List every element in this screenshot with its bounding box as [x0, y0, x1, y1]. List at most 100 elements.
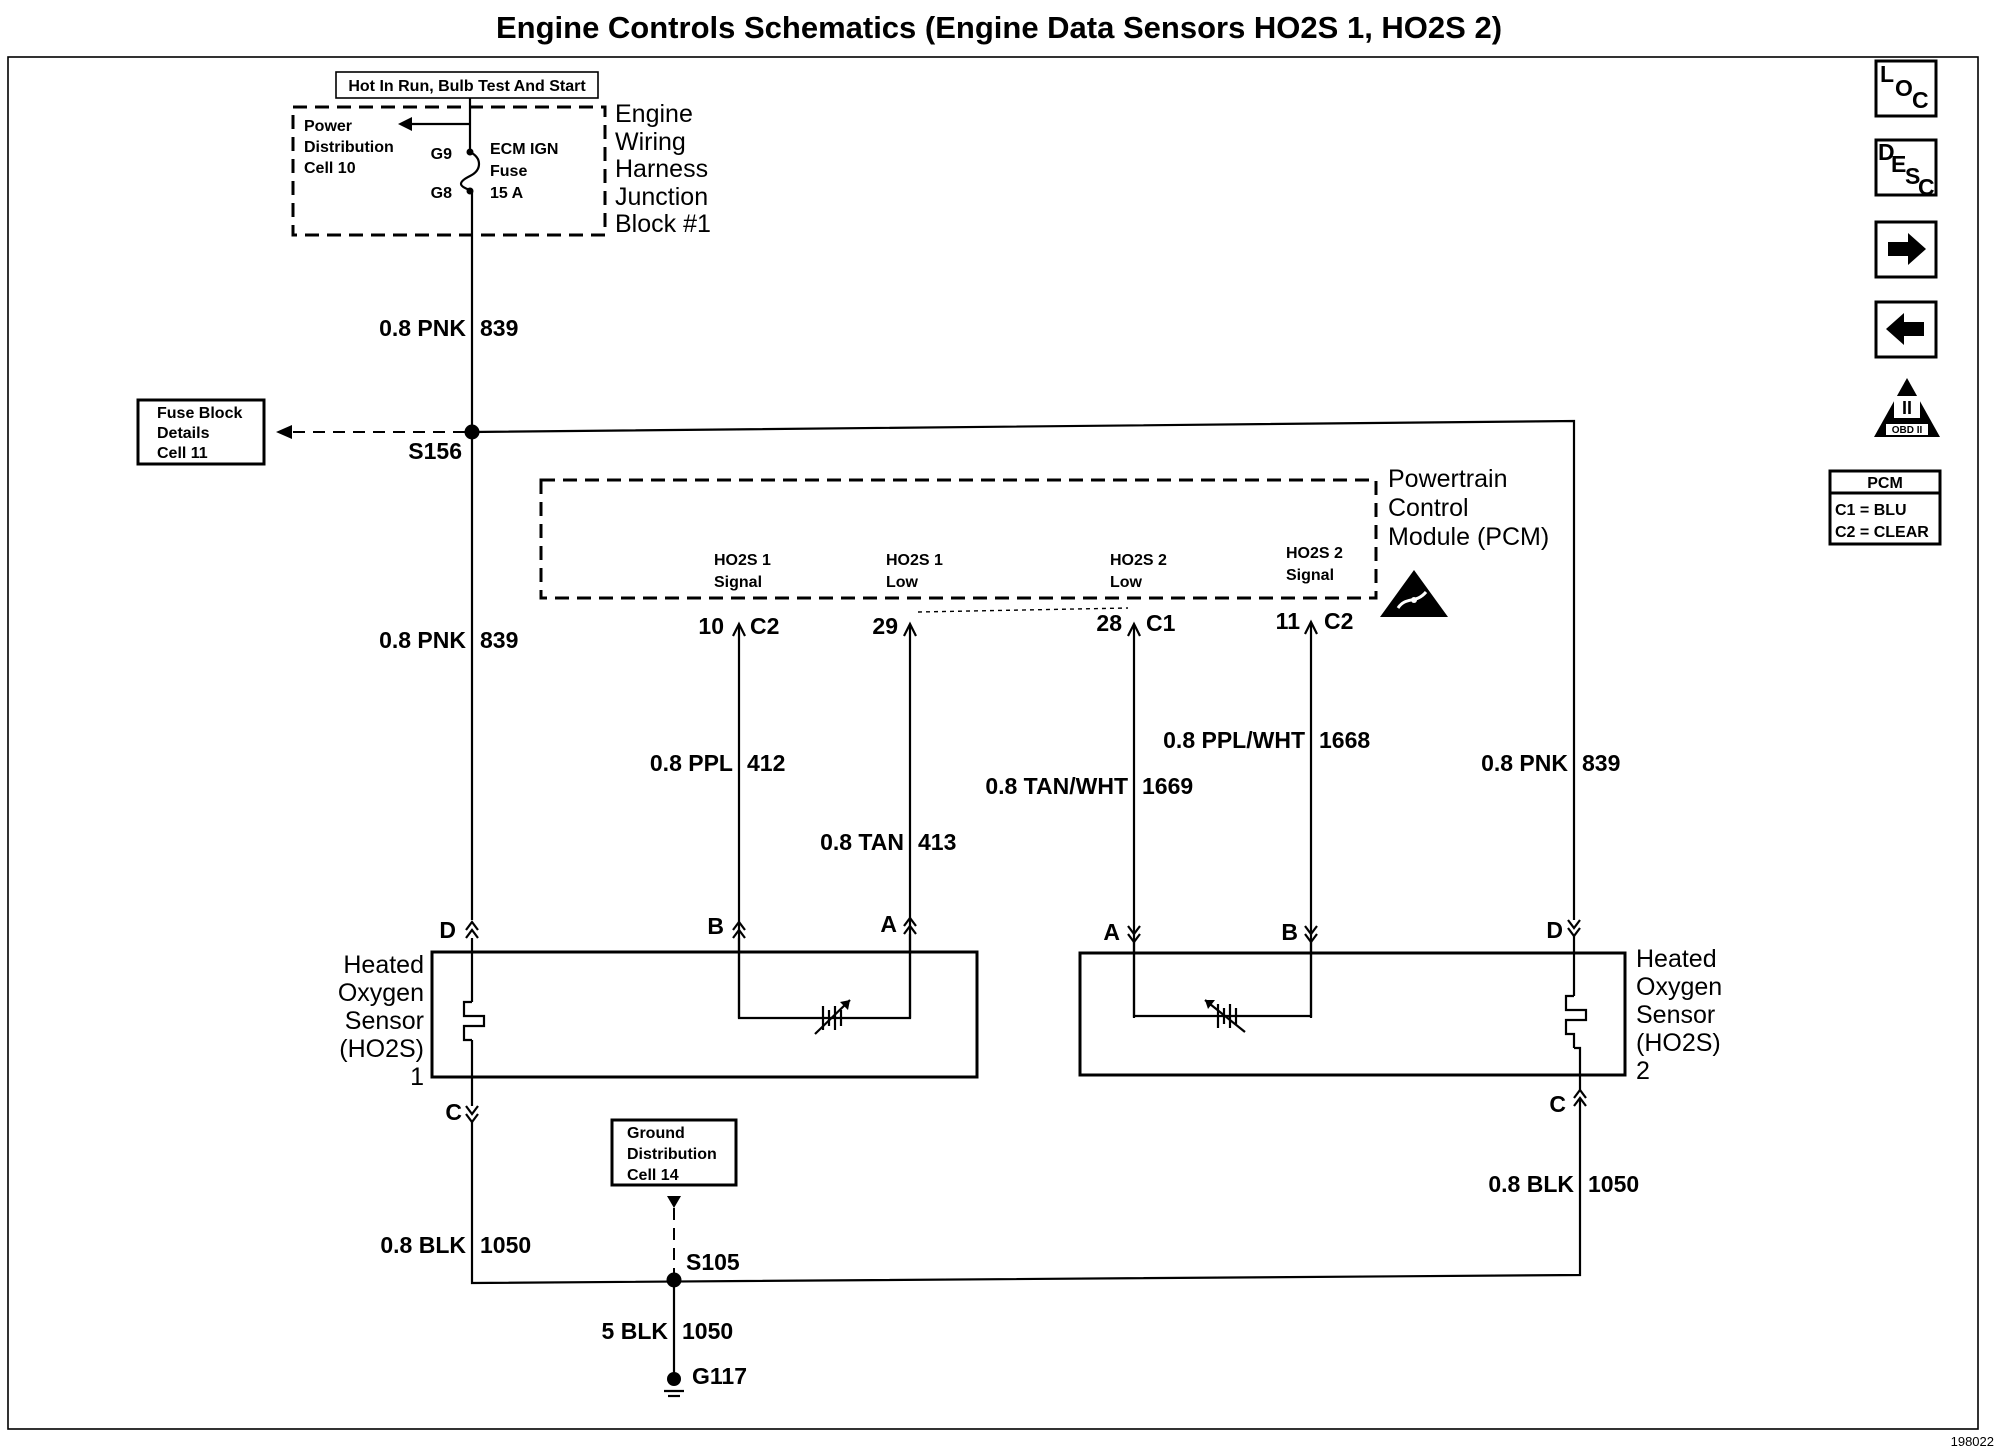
sensor2-pin-a-label: A [1103, 919, 1120, 945]
pcm-pin-28-connector: C1 [1146, 610, 1176, 636]
sensor2-pin-b-label: B [1281, 919, 1298, 945]
svg-text:D: D [1878, 139, 1895, 165]
fuse-name-line3: 15 A [490, 185, 524, 202]
pcm-pin-29-number: 29 [872, 613, 898, 639]
pnk-upper-circuit: 839 [480, 315, 518, 341]
sensor1-signal-lead [737, 938, 818, 1020]
ground-distribution-box[interactable] [610, 1118, 738, 1187]
blk-right-circuit: 1050 [1588, 1171, 1639, 1197]
ppl-wht-spec: 0.8 PPL/WHT [1163, 727, 1305, 753]
blk-1050-ground-bus [470, 1098, 1582, 1285]
sensor1-body[interactable] [430, 950, 979, 1079]
sensor2-body[interactable] [1078, 951, 1627, 1077]
ground-g117-icon[interactable] [664, 1372, 684, 1398]
sensor1-label-line1: Heated [343, 951, 424, 979]
fuse-block-arrow [276, 425, 292, 439]
fuse-name-line2: Fuse [490, 163, 527, 180]
junction-block-line3: Harness [615, 155, 708, 183]
pnk-839-right-wire [471, 419, 1576, 920]
outer-border [7, 56, 1979, 1430]
sensor1-heater-element [462, 1000, 486, 1042]
junction-block-line2: Wiring [615, 128, 686, 156]
pcm-term-ho2s2-low-line2: Low [1110, 574, 1143, 591]
sensor1-pin-d-label: D [439, 917, 456, 943]
blk-left-spec: 0.8 BLK [380, 1232, 466, 1258]
sensor2-pin-d[interactable]: D [1546, 917, 1581, 943]
pin-g9-label: G9 [431, 146, 452, 163]
tan-wht-circuit: 1669 [1142, 773, 1193, 799]
sensor1-pin-c[interactable]: C [445, 1099, 479, 1125]
pcm-legend-title: PCM [1867, 475, 1903, 492]
sensor2-pin-b[interactable]: B [1281, 919, 1318, 945]
pnk-left-spec: 0.8 PNK [379, 627, 466, 653]
sensor2-label-line5: 2 [1636, 1057, 1650, 1085]
junction-block-line5: Block #1 [615, 210, 711, 238]
tan-circuit: 413 [918, 829, 956, 855]
tan-spec: 0.8 TAN [820, 829, 904, 855]
pin-g8-label: G8 [431, 185, 452, 202]
pnk-right-circuit: 839 [1582, 750, 1620, 776]
sensor2-pin-d-label: D [1546, 917, 1563, 943]
svg-text:O: O [1895, 75, 1913, 101]
power-feed-arrow [398, 117, 412, 131]
svg-text:C: C [1918, 174, 1935, 200]
pcm-pin-29[interactable]: 29 [872, 613, 917, 639]
junction-block: Hot In Run, Bulb Test And Start Power Di… [291, 71, 711, 238]
sensor1-oxygen-cell-icon [814, 999, 851, 1035]
fuse-block-line2: Details [157, 425, 210, 442]
back-arrow-icon[interactable] [1874, 300, 1938, 359]
ground-distribution-line3: Cell 14 [627, 1167, 679, 1184]
sensor2-oxygen-cell-icon [1204, 999, 1246, 1033]
sensor2-pin-c[interactable]: C [1549, 1088, 1587, 1117]
figure-id: 198022 [1951, 1434, 1994, 1449]
sensor1-label-line3: Sensor [345, 1007, 424, 1035]
power-distribution-line1: Power [304, 118, 352, 135]
junction-block-outline [291, 105, 607, 237]
sensor1-low-lead [842, 934, 912, 1020]
pcm-outline [539, 478, 1378, 600]
pcm-pin-10-connector: C2 [750, 613, 779, 639]
desc-icon[interactable]: D E S C [1874, 138, 1938, 200]
pcm-pin-10[interactable]: 10 C2 [698, 613, 779, 639]
sensor2-label-line3: Sensor [1636, 1001, 1715, 1029]
sensor1-pin-a[interactable]: A [880, 911, 917, 937]
hot-in-run-box [335, 71, 599, 99]
sensor1-pin-b[interactable]: B [707, 913, 746, 939]
power-distribution-line3: Cell 10 [304, 160, 356, 177]
pcm-pin-28-number: 28 [1096, 610, 1122, 636]
sensor2-low-lead [1132, 942, 1214, 1018]
junction-block-line4: Junction [615, 183, 708, 211]
pcm-dotted-link [917, 607, 1129, 613]
pnk-left-circuit: 839 [480, 627, 518, 653]
fuse-block-details-box[interactable] [136, 398, 266, 466]
sensor2-signal-lead [1238, 942, 1313, 1018]
blk-right-spec: 0.8 BLK [1488, 1171, 1574, 1197]
hot-in-run-label: Hot In Run, Bulb Test And Start [348, 78, 586, 95]
pcm-legend-c2: C2 = CLEAR [1835, 524, 1929, 541]
ground-distribution-line2: Distribution [627, 1146, 717, 1163]
blk-ground-spec: 5 BLK [602, 1318, 669, 1344]
sensor1-pin-b-label: B [707, 913, 724, 939]
sensor1-pin-c-label: C [445, 1099, 462, 1125]
power-distribution-line2: Distribution [304, 139, 394, 156]
sensor1-pin-d[interactable]: D [439, 917, 479, 943]
sensor1-label-line5: 1 [410, 1063, 424, 1091]
pcm-legend-c1: C1 = BLU [1835, 502, 1907, 519]
pcm-pin-11-connector: C2 [1324, 608, 1353, 634]
sensor2-heater-lead-bottom [1574, 1046, 1582, 1090]
fuse-block-line3: Cell 11 [157, 445, 208, 462]
loc-icon[interactable]: L O C [1874, 59, 1938, 118]
pcm-pin-28[interactable]: 28 C1 [1096, 610, 1176, 637]
next-arrow-icon[interactable] [1874, 220, 1938, 279]
pnk-upper-spec: 0.8 PNK [379, 315, 466, 341]
pcm-module: Powertrain Control Module (PCM) HO2S 1 S… [539, 465, 1549, 617]
pcm-term-ho2s2-signal-line1: HO2S 2 [1286, 545, 1343, 562]
fuse-symbol [459, 151, 481, 192]
junction-block-line1: Engine [615, 100, 693, 128]
ground-distribution-line1: Ground [627, 1125, 685, 1142]
obd-ii-icon[interactable]: II OBD II [1874, 378, 1940, 437]
ground-distribution-arrow [667, 1196, 681, 1208]
ppl-circuit: 412 [747, 750, 785, 776]
pcm-pin-11[interactable]: 11 C2 [1276, 608, 1354, 635]
